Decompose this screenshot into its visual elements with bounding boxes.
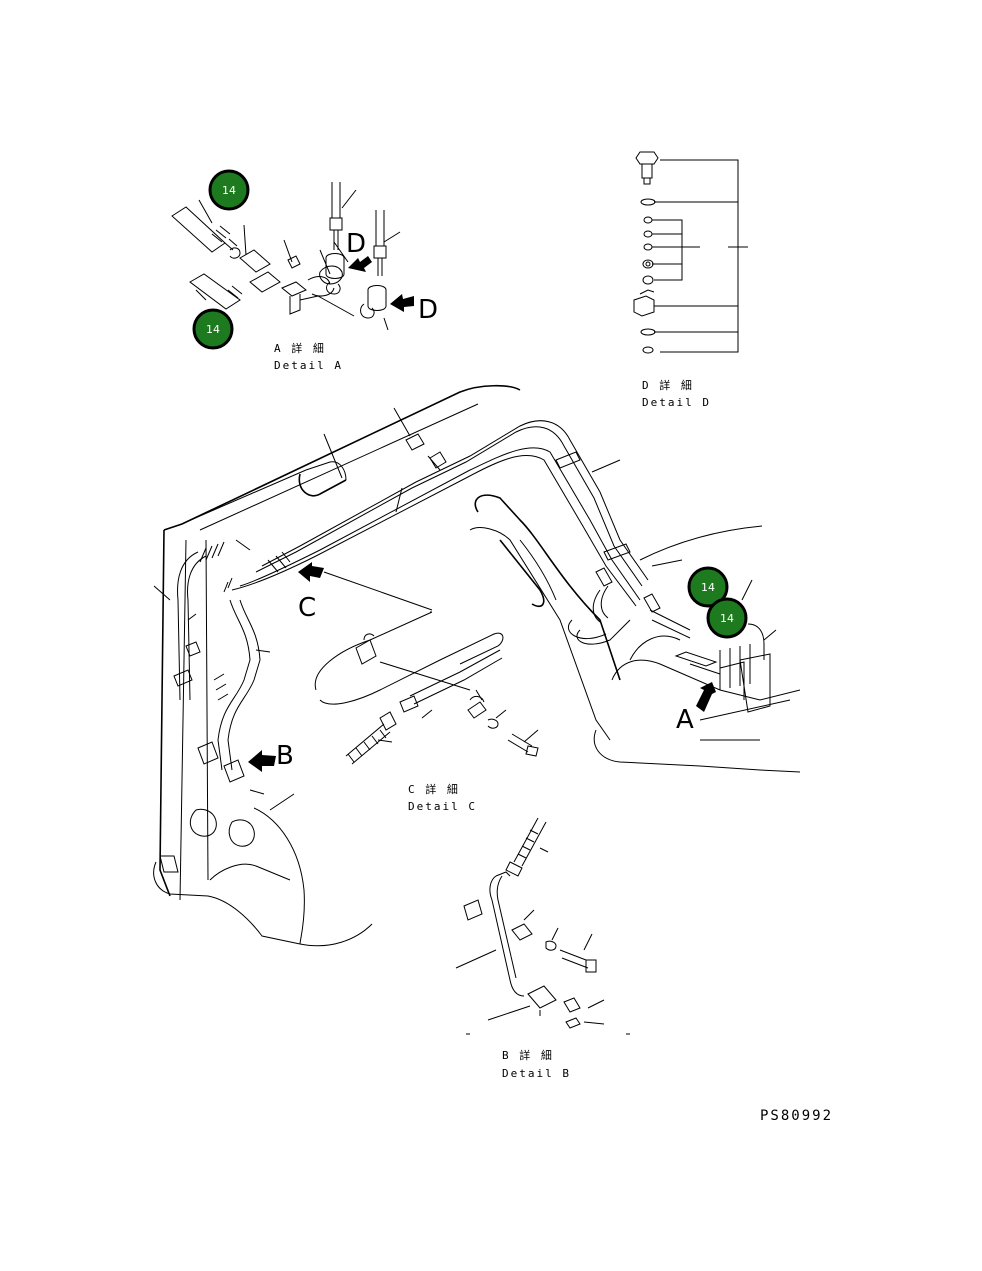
detail-a-drawing: [171, 182, 414, 331]
detail-d-drawing: [633, 151, 748, 354]
arrow-c: [298, 562, 324, 582]
detail-c-drawing: [314, 611, 539, 765]
part-badge-label: 14: [222, 184, 236, 197]
detail-c-title-en: Detail C: [408, 800, 477, 813]
part-badge-label: 14: [206, 323, 220, 336]
boom-arm-drawing: [153, 384, 801, 947]
arrow-a: [696, 682, 716, 712]
detail-c-title-jp: C 詳 細: [408, 782, 460, 796]
detail-b-drawing: [455, 817, 630, 1035]
detail-a-title-en: Detail A: [274, 359, 343, 372]
detail-a-title-jp: A 詳 細: [274, 341, 326, 355]
detail-b-title-en: Detail B: [502, 1067, 571, 1080]
arrow-b: [248, 750, 276, 772]
detail-d-title-jp: D 詳 細: [642, 378, 694, 392]
callout-a: A: [676, 705, 694, 735]
drawing-code: PS80992: [760, 1108, 833, 1124]
part-badge[interactable]: 14: [706, 597, 748, 639]
callout-c: C: [298, 593, 316, 623]
detail-b-title-jp: B 詳 細: [502, 1048, 554, 1062]
part-badge[interactable]: 14: [687, 566, 729, 608]
arrow-d1: [348, 256, 372, 272]
part-badge[interactable]: 14: [192, 308, 234, 350]
callout-d-upper: D: [346, 229, 366, 259]
part-badge-label: 14: [701, 581, 715, 594]
detail-d-title-en: Detail D: [642, 396, 711, 409]
part-badge[interactable]: 14: [208, 169, 250, 211]
arrow-d2: [390, 294, 414, 312]
callout-d-lower: D: [418, 295, 438, 325]
callout-b: B: [276, 741, 294, 771]
part-badge-label: 14: [720, 612, 734, 625]
